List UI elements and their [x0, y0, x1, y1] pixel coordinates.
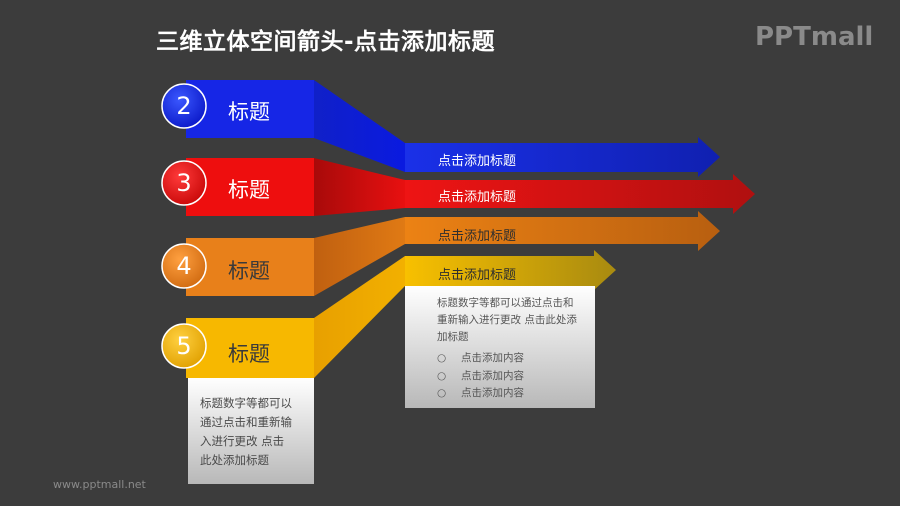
- circle-4: [161, 243, 207, 289]
- bar-2[interactable]: [186, 80, 314, 138]
- card-right-bullets[interactable]: ○ 点击添加内容 ○ 点击添加内容 ○ 点击添加内容: [437, 350, 524, 403]
- ribbon-4: [314, 217, 405, 296]
- arrow-text-4[interactable]: 点击添加标题: [438, 229, 517, 244]
- page-title: 三维立体空间箭头-点击添加标题: [156, 29, 496, 55]
- card-right-bg: [405, 286, 595, 408]
- arrow-5: [405, 250, 616, 290]
- footer-url[interactable]: www.pptmall.net: [53, 478, 146, 491]
- list-item: ○ 点击添加内容: [437, 385, 524, 403]
- bullet-text: 点击添加内容: [461, 387, 524, 399]
- item-number-3: 3: [176, 169, 192, 197]
- list-item: ○ 点击添加内容: [437, 350, 524, 368]
- item-label-5[interactable]: 标题: [228, 342, 270, 366]
- ribbon-2: [314, 80, 405, 172]
- ribbon-5: [314, 256, 405, 378]
- arrow-3: [405, 174, 755, 214]
- card-right-text[interactable]: 标题数字等都可以通过点击和 重新输入进行更改 点击此处添 加标题: [437, 295, 577, 346]
- bullet-icon: ○: [437, 352, 447, 364]
- circle-2: [161, 83, 207, 129]
- card-right-line: 标题数字等都可以通过点击和: [437, 297, 574, 309]
- bullet-text: 点击添加内容: [461, 352, 524, 364]
- ribbon-3: [314, 158, 405, 216]
- bullet-text: 点击添加内容: [461, 369, 524, 382]
- arrow-text-2[interactable]: 点击添加标题: [438, 154, 517, 169]
- brand-logo: PPTmall: [755, 22, 874, 52]
- card-left-line: 通过点击和重新输: [200, 415, 292, 429]
- item-number-5: 5: [176, 332, 192, 360]
- circle-3: [161, 160, 207, 206]
- circle-5: [161, 323, 207, 369]
- card-right-line: 加标题: [437, 331, 469, 343]
- arrow-text-3[interactable]: 点击添加标题: [438, 190, 517, 205]
- bar-4[interactable]: [186, 238, 314, 296]
- item-number-2: 2: [176, 92, 192, 120]
- card-left-text[interactable]: 标题数字等都可以 通过点击和重新输 入进行更改 点击 此处添加标题: [200, 394, 292, 470]
- card-left-line: 标题数字等都可以: [200, 396, 292, 410]
- card-left-bg: [188, 378, 314, 484]
- arrow-2: [405, 137, 720, 177]
- arrow-4: [405, 211, 720, 251]
- item-label-4[interactable]: 标题: [228, 259, 270, 283]
- arrow-text-5[interactable]: 点击添加标题: [438, 268, 517, 283]
- list-item: ○ 点击添加内容: [437, 368, 524, 386]
- bar-3[interactable]: [186, 158, 314, 216]
- bullet-icon: ○: [437, 369, 447, 382]
- card-right-line: 重新输入进行更改 点击此处添: [437, 314, 577, 326]
- item-number-4: 4: [176, 252, 192, 280]
- item-label-2[interactable]: 标题: [228, 100, 270, 124]
- bullet-icon: ○: [437, 387, 447, 399]
- card-left-line: 入进行更改 点击: [200, 434, 285, 448]
- card-left-line: 此处添加标题: [200, 453, 269, 467]
- item-label-3[interactable]: 标题: [228, 178, 270, 202]
- bar-5[interactable]: [186, 318, 314, 378]
